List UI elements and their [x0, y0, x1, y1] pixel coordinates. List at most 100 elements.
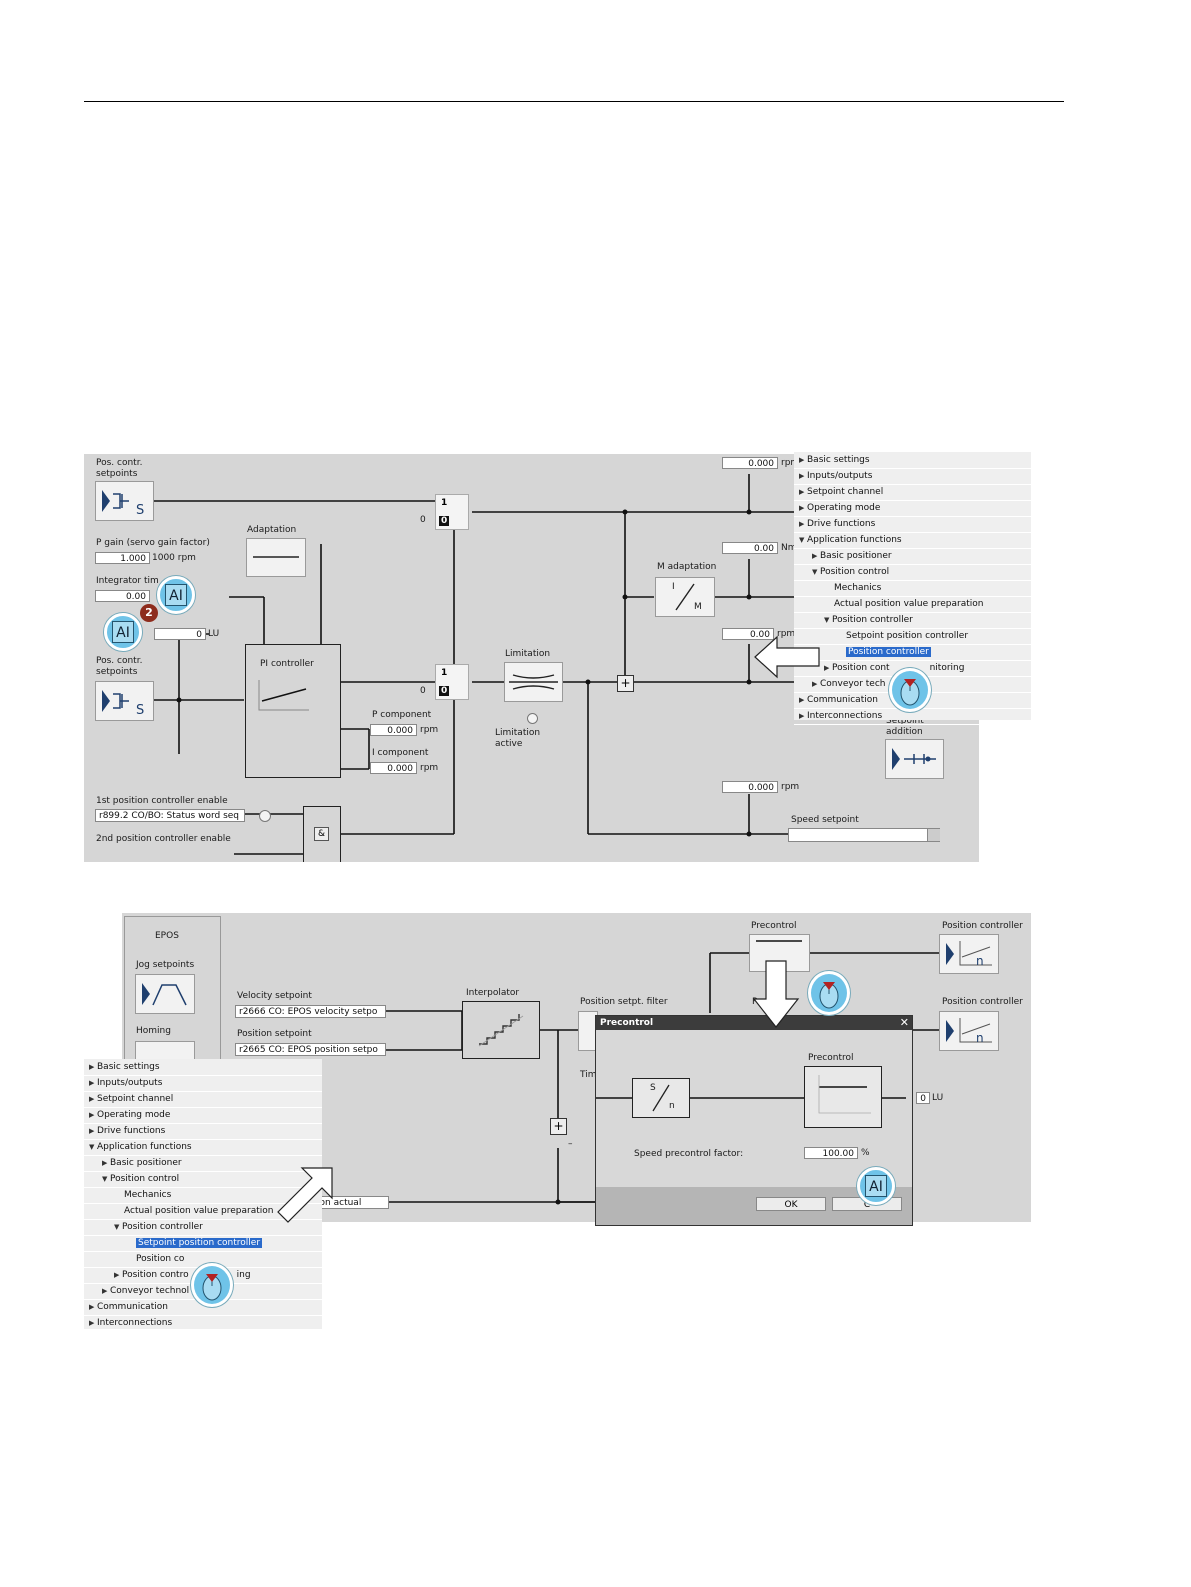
tree-item[interactable]: Actual position value preparation: [84, 1203, 322, 1220]
position-setpoint-input[interactable]: r2665 CO: EPOS position setpo: [235, 1043, 386, 1056]
tree-item[interactable]: ▶Interconnections: [84, 1315, 322, 1332]
tree-item[interactable]: ▶Drive functions: [84, 1123, 322, 1140]
m-adaptation-label: M adaptation: [657, 562, 717, 572]
setpoint-addition-button[interactable]: [885, 739, 944, 779]
ai-hint-speed-factor: AI: [857, 1167, 895, 1205]
svg-text:S: S: [136, 503, 144, 518]
speed-factor-input[interactable]: 100.00: [804, 1147, 858, 1159]
tree-item[interactable]: ▼Position control: [84, 1171, 322, 1188]
svg-text:n: n: [976, 1031, 984, 1045]
pi-controller-block[interactable]: PI controller: [245, 644, 341, 778]
position-controller-label-1: Position controller: [942, 921, 1023, 931]
dialog-precontrol-label: Precontrol: [808, 1053, 854, 1063]
arrow-up-right-icon: [277, 1167, 333, 1223]
tree-item[interactable]: Setpoint position controller: [794, 628, 1031, 645]
integrator-input[interactable]: 0.00: [95, 590, 150, 602]
torque-unit: Nm: [781, 543, 797, 553]
arrow-left-icon: [754, 635, 820, 679]
ok-button[interactable]: OK: [756, 1197, 826, 1211]
p-gain-input[interactable]: 1.000: [95, 552, 150, 564]
velocity-setpoint-label: Velocity setpoint: [237, 991, 312, 1001]
tree-item[interactable]: ▼Position controller: [84, 1219, 322, 1236]
pi-controller-label: PI controller: [260, 659, 314, 669]
first-enable-input[interactable]: r899.2 CO/BO: Status word seq: [95, 809, 245, 822]
close-icon[interactable]: ✕: [899, 1016, 909, 1029]
tree-item[interactable]: ▶Setpoint channel: [84, 1091, 322, 1108]
first-enable-label: 1st position controller enable: [96, 796, 228, 806]
position-actual-input[interactable]: ition actual: [307, 1196, 389, 1209]
top-speed-value: 0.000: [722, 457, 778, 469]
tree-item[interactable]: ▶Basic positioner: [794, 548, 1031, 565]
position-block-icon: S: [102, 690, 144, 718]
step-badge: 2: [140, 604, 158, 622]
tree-item[interactable]: Actual position value preparation: [794, 596, 1031, 613]
tree-item[interactable]: ▶Inputs/outputs: [84, 1075, 322, 1092]
tree-item-selected[interactable]: Setpoint position controller: [84, 1235, 322, 1252]
pos-setpoint-button-1[interactable]: S: [95, 481, 154, 521]
tree-item[interactable]: ▼Application functions: [84, 1139, 322, 1156]
staircase-icon: [478, 1014, 524, 1047]
tree-item[interactable]: ▶Operating mode: [794, 500, 1031, 517]
limitation-label: Limitation: [505, 649, 551, 659]
svg-text:n: n: [976, 954, 984, 968]
speed-factor-label: Speed precontrol factor:: [634, 1149, 744, 1159]
tree-item[interactable]: ▼Application functions: [794, 532, 1031, 549]
homing-label: Homing: [136, 1026, 171, 1036]
enable-switch-2[interactable]: 1 0: [435, 664, 469, 700]
setpoint-addition-label: Setpoint addition: [886, 716, 924, 737]
position-setpoint-label: Position setpoint: [237, 1029, 312, 1039]
p-gain-label: P gain (servo gain factor): [96, 538, 210, 548]
switch-zero-label-1: 0: [420, 515, 426, 525]
tree-item[interactable]: ▶Operating mode: [84, 1107, 322, 1124]
pos-contr-setpoints-label-1: Pos. contr. setpoints: [96, 458, 143, 479]
mid-speed-value: 0.00: [722, 628, 774, 640]
precontrol-label: Precontrol: [751, 921, 797, 931]
jog-setpoints-button[interactable]: [135, 974, 195, 1014]
speed-setpoint-browse[interactable]: [927, 829, 940, 841]
speed-setpoint-input[interactable]: [788, 828, 940, 842]
speed-setpoint-value: 0.000: [722, 781, 778, 793]
adaptation-label: Adaptation: [247, 525, 297, 535]
limitation-button[interactable]: [504, 662, 563, 702]
tree-item[interactable]: ▶Basic settings: [84, 1059, 322, 1076]
tree-item[interactable]: Mechanics: [84, 1187, 322, 1204]
svg-text:S: S: [136, 703, 144, 718]
tree-item[interactable]: ▶Inputs/outputs: [794, 468, 1031, 485]
pos-setpoint-button-2[interactable]: S: [95, 681, 154, 721]
tree-item[interactable]: ▶Basic positioner: [84, 1155, 322, 1172]
precontrol-icon: [818, 1075, 871, 1114]
p-gain-unit: 1000 rpm: [152, 553, 196, 563]
tree-item[interactable]: ▼Position controller: [794, 612, 1031, 629]
tree-item-selected[interactable]: Position controller: [794, 644, 1031, 661]
tree-item[interactable]: ▶Communication: [84, 1299, 322, 1316]
velocity-setpoint-input[interactable]: r2666 CO: EPOS velocity setpo: [235, 1005, 386, 1018]
i-component-label: I component: [372, 748, 429, 758]
dialog-lu-unit: LU: [932, 1093, 944, 1103]
p-component-value: 0.000: [370, 724, 417, 736]
speed-factor-unit: %: [861, 1148, 870, 1158]
lu-unit: LU: [208, 629, 220, 639]
tree-item[interactable]: Mechanics: [794, 580, 1031, 597]
enable-switch-1[interactable]: 1 0: [435, 494, 469, 530]
adaptation-button[interactable]: [246, 538, 306, 577]
pos-contr-setpoints-label-2: Pos. contr. setpoints: [96, 656, 143, 677]
tree-item[interactable]: ▶Interconnections: [794, 708, 1031, 725]
interpolator-block[interactable]: [462, 1001, 540, 1059]
m-adaptation-button[interactable]: I M: [655, 577, 715, 617]
tree-item[interactable]: ▶Basic settings: [794, 452, 1031, 469]
tree-item[interactable]: ▶Setpoint channel: [794, 484, 1031, 501]
p-component-unit: rpm: [420, 725, 439, 735]
mouse-click-icon-bottom-right: [808, 971, 850, 1015]
signal-lines: [154, 474, 794, 855]
top-speed-unit: rpm: [781, 458, 800, 468]
position-controller-button-2[interactable]: n: [939, 1011, 999, 1051]
tree-item[interactable]: ▼Position control: [794, 564, 1031, 581]
limitation-active-label: Limitation active: [495, 728, 541, 749]
interpolator-label: Interpolator: [466, 988, 520, 998]
controller-icon: n: [946, 941, 992, 968]
torque-value: 0.00: [722, 542, 778, 554]
dialog-lu-field: 0: [916, 1092, 930, 1104]
tree-item[interactable]: ▶Drive functions: [794, 516, 1031, 533]
position-controller-button-1[interactable]: n: [939, 934, 999, 974]
speed-setpoint-unit: rpm: [781, 782, 800, 792]
